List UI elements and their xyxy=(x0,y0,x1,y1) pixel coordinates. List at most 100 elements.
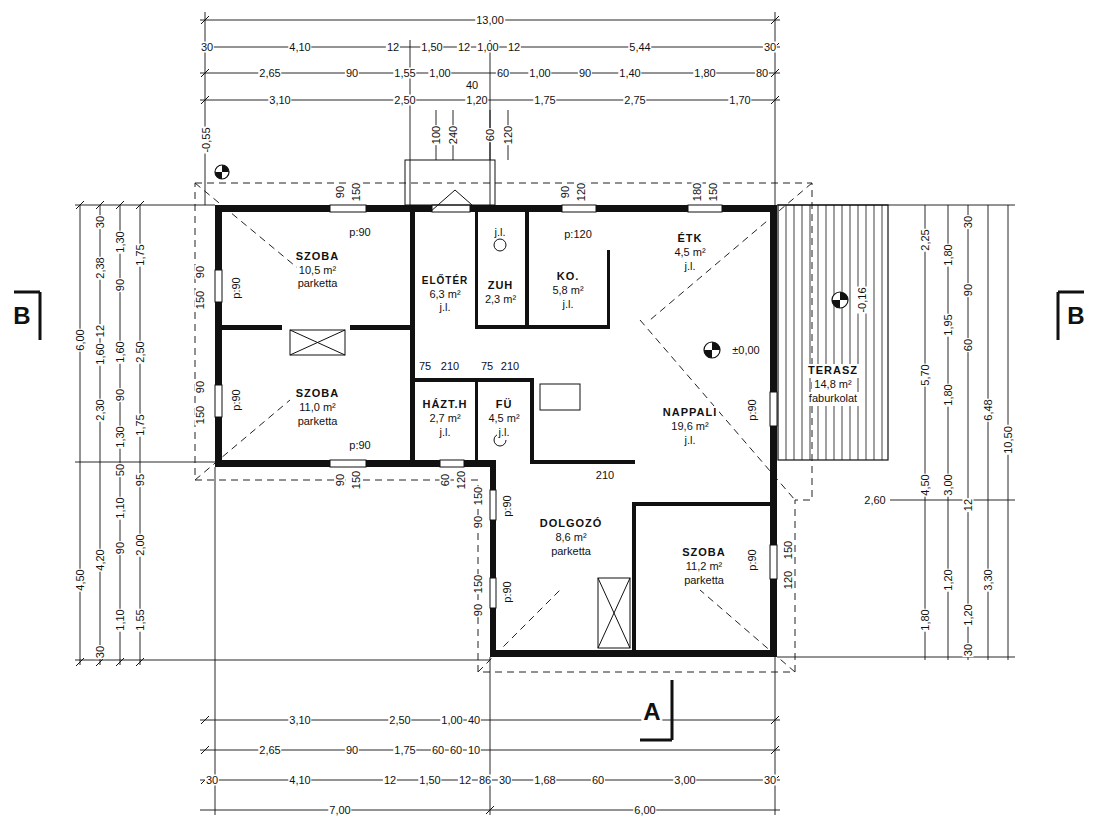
dimension-label: 90 xyxy=(195,380,206,394)
room-area: SZOBA11,0 m²parketta xyxy=(225,358,410,458)
dimension-label: 2,65 xyxy=(258,68,281,79)
dimension-label: 180 xyxy=(692,182,703,202)
dimension-label: 30 xyxy=(205,775,219,786)
dimension-label: 210 xyxy=(595,470,615,481)
dimension-label: 2,65 xyxy=(258,745,281,756)
room-name: SZOBA xyxy=(294,250,342,264)
room-area: ÉTK4,5 m²j.l. xyxy=(640,218,740,288)
dimension-label: 150 xyxy=(708,182,719,202)
dimension-label: 12 xyxy=(963,498,974,512)
floor-finish: parketta xyxy=(296,415,340,429)
section-mark: B xyxy=(1065,304,1086,328)
room-area-value: 11,2 m² xyxy=(684,560,724,574)
dimension-label: 30 xyxy=(498,775,512,786)
section-markers xyxy=(14,292,1084,740)
dimension-label: 1,80 xyxy=(943,243,954,266)
dimension-label: 1,20 xyxy=(465,95,488,106)
dimension-label: 4,50 xyxy=(75,568,86,591)
dimension-label: 90 xyxy=(115,541,126,555)
dimension-label: 1,60 xyxy=(115,340,126,363)
dimension-label: 3,10 xyxy=(288,715,311,726)
dimension-label: 4,10 xyxy=(288,775,311,786)
dimension-label: 30 xyxy=(95,645,106,659)
room-area-value: 14,8 m² xyxy=(812,378,853,392)
dimension-label: j.l. xyxy=(494,227,507,238)
dimension-label: 12 xyxy=(507,42,521,53)
room-name: FÜ xyxy=(494,398,515,412)
dimension-label: 12 xyxy=(95,324,106,338)
dimension-label: 2,60 xyxy=(863,495,886,506)
room-area: NAPPALI19,6 m²j.l. xyxy=(620,372,760,482)
dimension-label: 40 xyxy=(465,80,479,91)
floor-finish: j.l. xyxy=(683,434,698,448)
dimension-label: 90 xyxy=(115,388,126,402)
dimension-label: 5,70 xyxy=(920,363,931,386)
dimension-label: 3,10 xyxy=(268,95,291,106)
room-area-value: 11,0 m² xyxy=(297,401,337,415)
dimension-label: 210 xyxy=(440,361,460,372)
dimension-label: 12 xyxy=(457,42,471,53)
dimension-label: 1,10 xyxy=(115,608,126,631)
dimension-label: 6,00 xyxy=(75,328,86,351)
dimension-label: 1,00 xyxy=(528,68,551,79)
dimension-label: p:90 xyxy=(747,398,758,421)
dimension-label: 60 xyxy=(496,68,510,79)
dimension-label: 2,25 xyxy=(920,228,931,251)
dimension-label: 1,10 xyxy=(115,496,126,519)
dimension-label: 120 xyxy=(576,182,587,202)
room-name: KO. xyxy=(555,270,582,284)
room-area: KO.5,8 m²j.l. xyxy=(530,258,606,324)
floor-finish: j.l. xyxy=(438,301,453,315)
room-name: ELŐTÉR xyxy=(420,275,471,288)
dimension-label: p:90 xyxy=(348,227,371,238)
floor-finish: parketta xyxy=(549,545,593,559)
dimension-label: 12 xyxy=(386,42,400,53)
dimension-label: 90 xyxy=(578,68,592,79)
room-name: ZUH xyxy=(486,279,516,293)
room-name: NAPPALI xyxy=(661,406,719,420)
dimension-label: 90 xyxy=(473,515,484,529)
dimension-label: 1,50 xyxy=(420,42,443,53)
dimension-label: 3,30 xyxy=(983,568,994,591)
dimension-label: p:90 xyxy=(231,388,242,411)
room-area-value: 8,6 m² xyxy=(553,531,588,545)
dimension-label: 12 xyxy=(458,775,472,786)
floor-finish: j.l. xyxy=(561,298,576,312)
room-area: ZUH2,3 m² xyxy=(478,264,523,322)
dimension-label: 1,80 xyxy=(693,68,716,79)
room-area: HÁZT.H2,7 m²j.l. xyxy=(417,384,473,454)
dimension-label: 2,50 xyxy=(388,715,411,726)
dimension-label: p:90 xyxy=(747,548,758,571)
dimension-label: 2,30 xyxy=(95,398,106,421)
dimension-label: p:90 xyxy=(231,276,242,299)
room-area-value: 2,7 m² xyxy=(427,412,462,426)
dimension-label: 1,00 xyxy=(476,42,499,53)
roof-outline xyxy=(195,183,812,672)
dimension-label: 1,30 xyxy=(115,425,126,448)
dimension-label: 4,50 xyxy=(920,473,931,496)
dimension-label: 30 xyxy=(763,775,777,786)
dimension-label: 2,50 xyxy=(393,95,416,106)
floor-finish: j.l. xyxy=(683,260,698,274)
dimension-label: 30 xyxy=(963,215,974,229)
room-name: HÁZT.H xyxy=(420,398,469,412)
dimension-label: p:90 xyxy=(348,440,371,451)
dimension-label: 60 xyxy=(591,775,605,786)
dimension-label: 1,55 xyxy=(393,68,416,79)
dimension-label: 3,00 xyxy=(943,473,954,496)
floor-finish: j.l. xyxy=(438,426,453,440)
dimension-label: 120 xyxy=(503,125,514,145)
room-area-value: 6,3 m² xyxy=(427,288,462,302)
floor-finish: parketta xyxy=(682,574,726,588)
dimension-label: 7,00 xyxy=(328,805,351,816)
fixtures xyxy=(290,160,630,648)
level-markers xyxy=(215,165,848,358)
room-area-value: 19,6 m² xyxy=(669,420,710,434)
dimension-label: -0,55 xyxy=(201,126,212,153)
room-area: SZOBA10,5 m²parketta xyxy=(225,218,410,323)
dimension-label: p:120 xyxy=(563,229,593,240)
dimension-label: 1,68 xyxy=(533,775,556,786)
floor-finish: j.l. xyxy=(497,426,512,440)
dimension-label: 86 xyxy=(478,775,492,786)
